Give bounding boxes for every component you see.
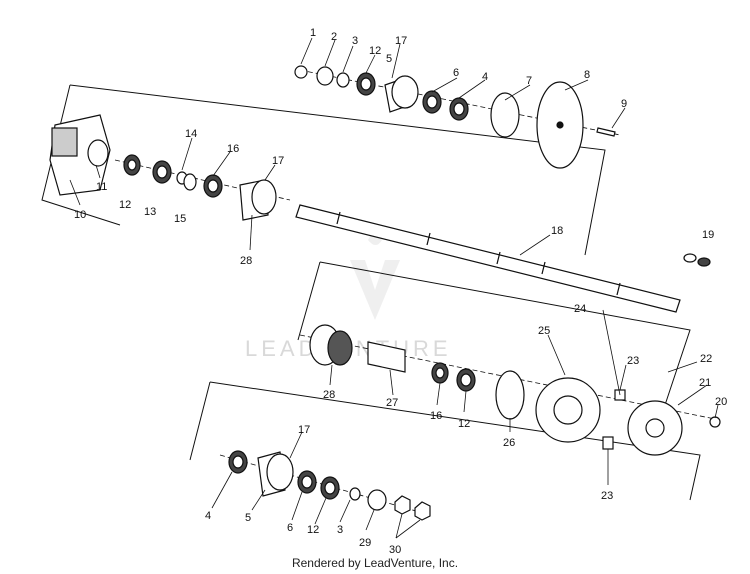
callout-label: 27 (386, 397, 398, 409)
callout-label: 6 (287, 522, 293, 534)
callout-label: 13 (144, 206, 156, 218)
shaft-part (295, 204, 681, 313)
callout-label: 9 (621, 98, 627, 110)
footer-credit: Rendered by LeadVenture, Inc. (291, 556, 459, 570)
callout-label: 17 (298, 424, 310, 436)
callout-label: 6 (453, 67, 459, 79)
callout-label: 5 (245, 512, 251, 524)
callout-labels: 1 2 3 12 17 5 6 4 7 8 9 14 16 17 11 10 1… (74, 27, 727, 556)
callout-label: 14 (185, 128, 197, 140)
bottom-parts (228, 450, 431, 521)
callout-label: 7 (526, 75, 532, 87)
callout-label: 16 (227, 143, 239, 155)
caliper-part (49, 114, 111, 196)
callout-label: 22 (700, 353, 712, 365)
callout-label: 12 (369, 45, 381, 57)
watermark-logo (350, 232, 400, 320)
callout-label: 4 (482, 71, 488, 83)
callout-label: 18 (551, 225, 563, 237)
callout-label: 24 (574, 303, 586, 315)
callout-label: 20 (715, 396, 727, 408)
callout-label: 19 (702, 229, 714, 241)
callout-label: 10 (74, 209, 86, 221)
callout-label: 12 (307, 524, 319, 536)
callout-label: 30 (389, 544, 401, 556)
callout-label: 25 (538, 325, 550, 337)
callout-label: 28 (323, 389, 335, 401)
upper-parts (294, 65, 616, 169)
callout-label: 26 (503, 437, 515, 449)
chain-link-part (683, 253, 711, 267)
callout-label: 12 (119, 199, 131, 211)
callout-label: 28 (240, 255, 252, 267)
callout-label: 8 (584, 69, 590, 81)
callout-label: 12 (458, 418, 470, 430)
callout-label: 5 (386, 53, 392, 65)
callout-label: 17 (272, 155, 284, 167)
callout-label: 1 (310, 27, 316, 39)
leader-lines (69, 37, 719, 539)
callout-label: 21 (699, 377, 711, 389)
callout-label: 17 (395, 35, 407, 47)
middle-left-parts (123, 154, 277, 221)
callout-label: 23 (601, 490, 613, 502)
callout-label: 3 (337, 524, 343, 536)
lower-middle-parts (309, 324, 721, 456)
callout-label: 15 (174, 213, 186, 225)
callout-label: 16 (430, 410, 442, 422)
callout-label: 3 (352, 35, 358, 47)
callout-label: 11 (96, 181, 107, 193)
callout-label: 29 (359, 537, 371, 549)
callout-label: 4 (205, 510, 211, 522)
callout-label: 23 (627, 355, 639, 367)
callout-label: 2 (331, 31, 337, 43)
